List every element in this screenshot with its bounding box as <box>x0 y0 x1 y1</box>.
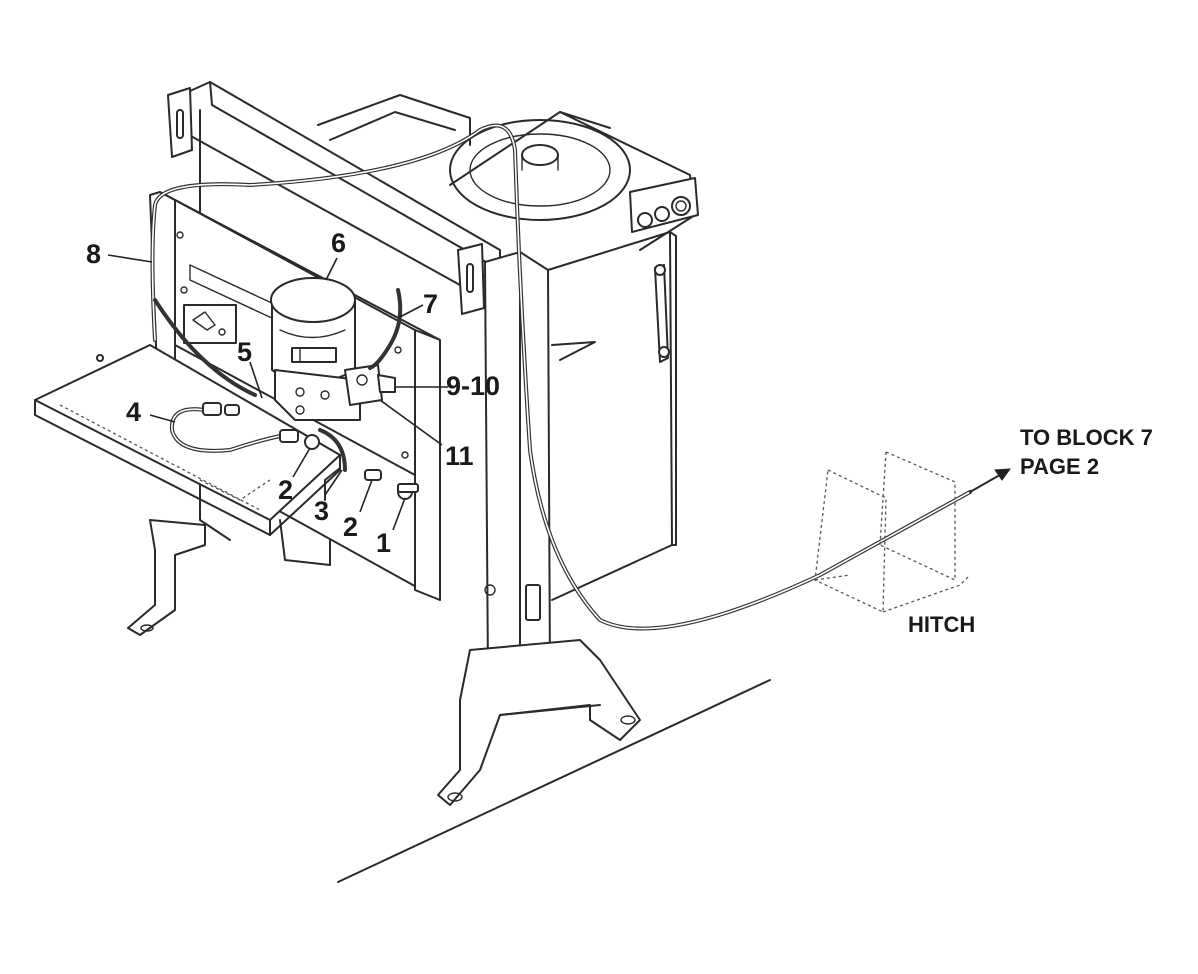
callout-9-10: 9-10 <box>446 371 500 401</box>
callout-3: 3 <box>314 496 329 526</box>
arrow-icon <box>994 468 1012 481</box>
engine-housing <box>317 94 699 601</box>
callout-1: 1 <box>376 528 391 558</box>
callout-5: 5 <box>237 337 252 367</box>
hitch-label: HITCH <box>908 612 975 637</box>
callout-6: 6 <box>331 228 346 258</box>
ground-line <box>337 679 771 883</box>
frame <box>167 81 551 691</box>
knob-icon <box>654 206 670 222</box>
callout-2: 2 <box>278 475 293 505</box>
skid-feet <box>127 519 641 806</box>
to-block-note-line1: TO BLOCK 7 <box>1020 425 1153 450</box>
inset-detail <box>183 304 237 344</box>
hoses <box>150 123 972 631</box>
callout-2: 2 <box>343 512 358 542</box>
callout-11: 11 <box>445 441 474 471</box>
solenoid-valve <box>270 277 396 421</box>
callout-4: 4 <box>126 397 141 427</box>
callout-7: 7 <box>423 289 438 319</box>
tray <box>34 344 341 536</box>
to-block-note-line2: PAGE 2 <box>1020 454 1099 479</box>
leader-lines <box>107 254 448 531</box>
hitch <box>814 451 1012 614</box>
knob-icon <box>671 196 691 216</box>
knob-icon <box>637 212 653 228</box>
callout-8: 8 <box>86 239 101 269</box>
